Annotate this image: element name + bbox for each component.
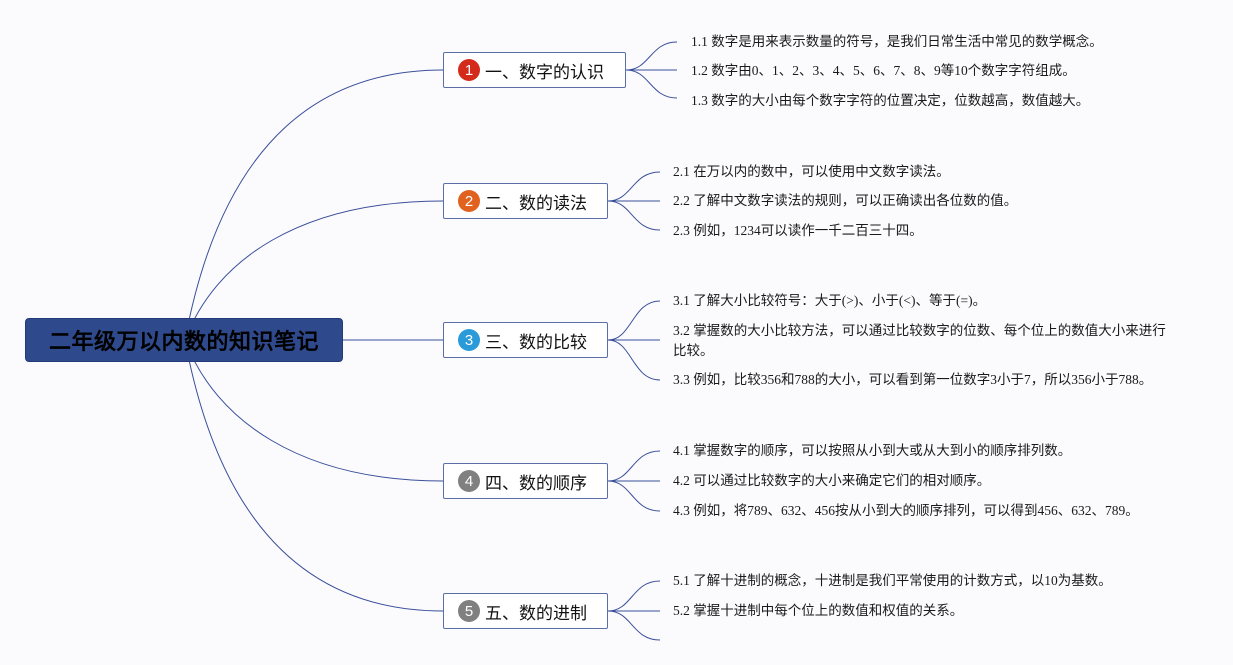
leaf-4-3[interactable]: 4.3 例如，将789、632、456按从小到大的顺序排列，可以得到456、63… [673, 503, 1139, 518]
leaf-3-2[interactable]: 3.2 掌握数的大小比较方法，可以通过比较数字的位数、每个位上的数值大小来进行比… [673, 323, 1166, 358]
leaf-1-3[interactable]: 1.3 数字的大小由每个数字字符的位置决定，位数越高，数值越大。 [691, 93, 1090, 108]
number-2-badge: 2 [458, 190, 480, 212]
branch-topic-1-label: 一、数字的认识 [485, 62, 604, 83]
leaf-3-1[interactable]: 3.1 了解大小比较符号：大于(>)、小于(<)、等于(=)。 [673, 293, 987, 308]
leaf-4-2[interactable]: 4.2 可以通过比较数字的大小来确定它们的相对顺序。 [673, 473, 991, 488]
leaf-1-2[interactable]: 1.2 数字由0、1、2、3、4、5、6、7、8、9等10个数字字符组成。 [691, 63, 1076, 78]
root-topic-title: 二年级万以内数的知识笔记 [48, 330, 319, 355]
number-5-badge: 5 [458, 600, 480, 622]
leaf-5-1[interactable]: 5.1 了解十进制的概念，十进制是我们平常使用的计数方式，以10为基数。 [673, 573, 1112, 588]
branch-topic-5[interactable]: 5 五、数的进制 [443, 593, 608, 629]
leaf-5-2[interactable]: 5.2 掌握十进制中每个位上的数值和权值的关系。 [673, 603, 964, 618]
branch-topic-2-label: 二、数的读法 [485, 193, 587, 214]
number-4-badge: 4 [458, 470, 480, 492]
leaf-2-1[interactable]: 2.1 在万以内的数中，可以使用中文数字读法。 [673, 164, 950, 179]
leaf-4-1[interactable]: 4.1 掌握数字的顺序，可以按照从小到大或从大到小的顺序排列数。 [673, 443, 1072, 458]
branch-topic-4[interactable]: 4 四、数的顺序 [443, 463, 608, 499]
leaf-1-1[interactable]: 1.1 数字是用来表示数量的符号，是我们日常生活中常见的数学概念。 [691, 34, 1103, 49]
branch-topic-3-label: 三、数的比较 [485, 332, 587, 353]
connector-root-b1 [184, 69, 444, 341]
branch-topic-1[interactable]: 1 一、数字的认识 [443, 52, 626, 88]
connector-root-b2 [184, 200, 444, 341]
branch-topic-3[interactable]: 3 三、数的比较 [443, 322, 608, 358]
leaf-2-2[interactable]: 2.2 了解中文数字读法的规则，可以正确读出各位数的值。 [673, 193, 1018, 208]
leaf-3-3[interactable]: 3.3 例如，比较356和788的大小，可以看到第一位数字3小于7，所以356小… [673, 372, 1153, 387]
number-3-badge: 3 [458, 329, 480, 351]
connector-root-b5 [184, 339, 444, 612]
number-1-badge: 1 [458, 59, 480, 81]
branch-topic-5-label: 五、数的进制 [485, 603, 587, 624]
branch-topic-4-label: 四、数的顺序 [485, 473, 587, 494]
leaf-2-3[interactable]: 2.3 例如，1234可以读作一千二百三十四。 [673, 223, 923, 238]
root-topic[interactable]: 二年级万以内数的知识笔记 [25, 318, 343, 362]
branch-topic-2[interactable]: 2 二、数的读法 [443, 183, 608, 219]
connector-root-b4 [184, 339, 444, 482]
